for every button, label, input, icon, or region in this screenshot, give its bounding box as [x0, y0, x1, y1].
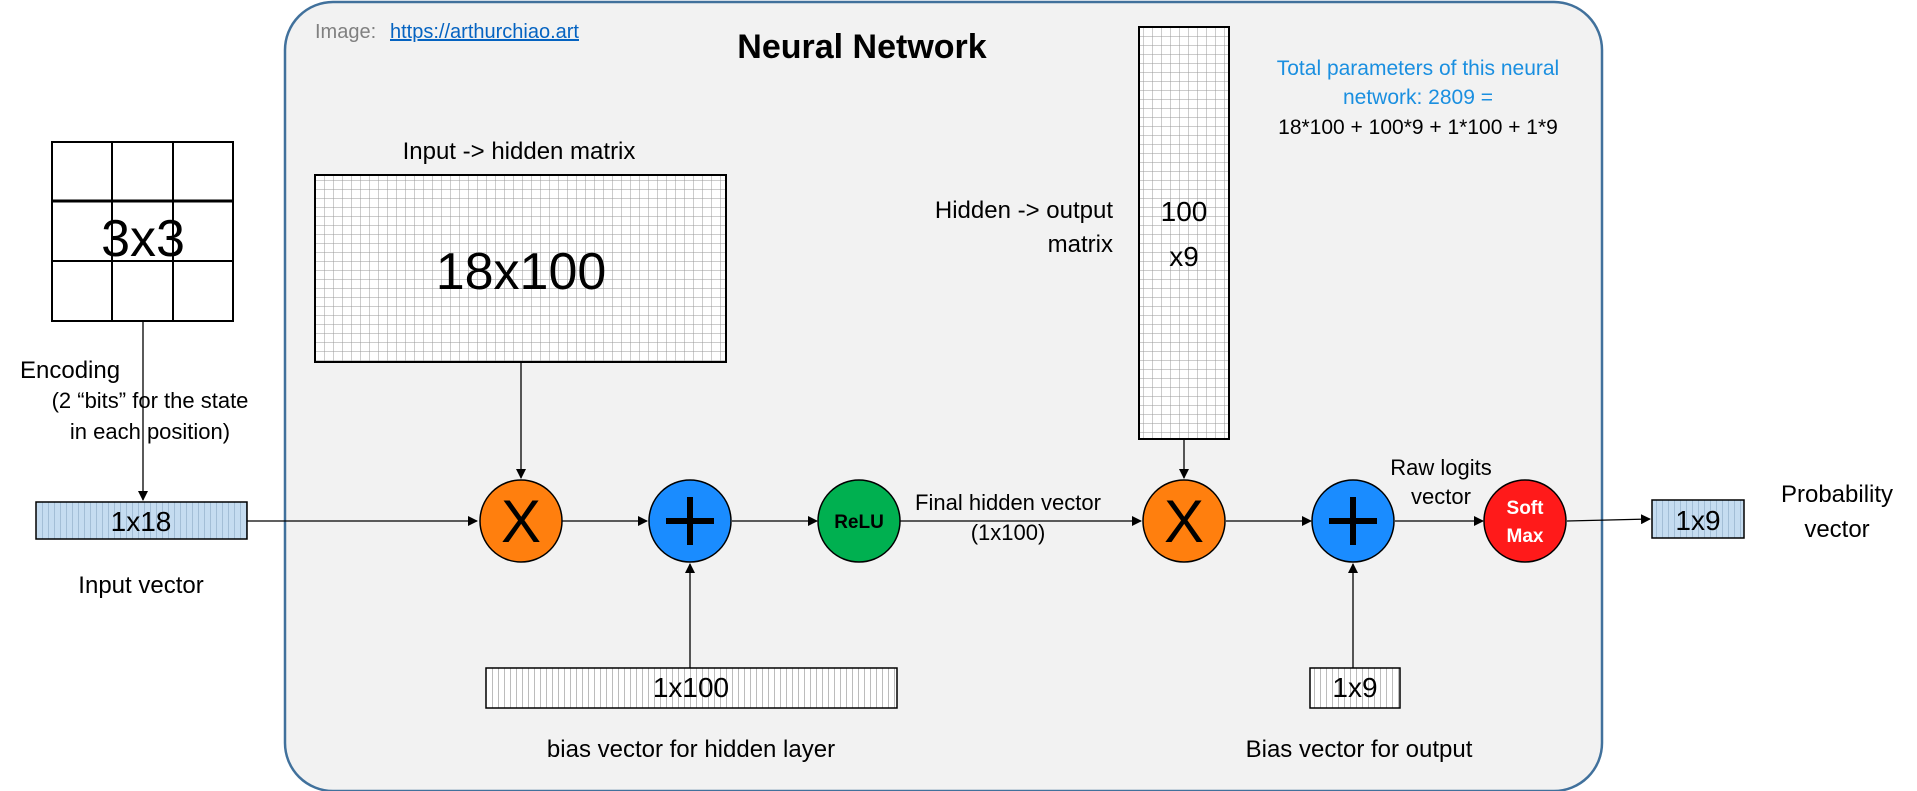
relu-node: ReLU	[817, 479, 901, 563]
output-vector	[1651, 499, 1745, 539]
input-vector	[35, 501, 248, 540]
encoding-title: Encoding	[20, 357, 120, 384]
output-vector-caption-line1: Probability	[1781, 481, 1893, 508]
encoding-line1: (2 “bits” for the state	[52, 388, 249, 413]
multiply-node-1-label: X	[501, 488, 541, 555]
w2-caption-line1: Hidden -> output	[935, 197, 1113, 224]
w2-matrix	[1138, 26, 1230, 440]
board-grid	[51, 141, 234, 322]
relu-node-label: ReLU	[834, 512, 884, 533]
total-params-line1: Total parameters of this neural	[1277, 57, 1559, 80]
hidden-vector-label-line1: Final hidden vector	[915, 490, 1101, 515]
hidden-vector-label-line2: (1x100)	[971, 520, 1046, 545]
softmax-node-label-line2: Max	[1507, 526, 1544, 547]
credit-link[interactable]: https://arthurchiao.art	[390, 21, 579, 43]
logits-label-line1: Raw logits	[1390, 455, 1491, 480]
bias1-label: 1x100	[653, 672, 729, 703]
add-node-1	[648, 479, 732, 563]
bias2-vector	[1309, 667, 1401, 709]
bias1-vector	[485, 667, 898, 709]
bias1-caption: bias vector for hidden layer	[547, 736, 835, 763]
arrow-softmax-to-output	[1566, 514, 1651, 525]
w2-label-line2: x9	[1169, 241, 1199, 272]
input-vector-caption: Input vector	[78, 572, 203, 599]
board-label: 3x3	[101, 210, 185, 268]
credit-prefix: Image:	[315, 21, 376, 43]
multiply-node-1: X	[479, 479, 563, 563]
bias2-label: 1x9	[1332, 672, 1377, 703]
softmax-node-label-line1: Soft	[1507, 498, 1545, 519]
output-vector-caption-line2: vector	[1804, 516, 1869, 543]
w1-caption: Input -> hidden matrix	[403, 138, 636, 165]
bias2-caption: Bias vector for output	[1246, 736, 1473, 763]
add-node-2	[1311, 479, 1395, 563]
total-params-formula: 18*100 + 100*9 + 1*100 + 1*9	[1278, 116, 1558, 139]
multiply-node-2-label: X	[1164, 488, 1204, 555]
encoding-line2: in each position)	[70, 419, 230, 444]
w1-label: 18x100	[436, 243, 607, 301]
w1-matrix	[314, 174, 727, 363]
multiply-node-2: X	[1142, 479, 1226, 563]
output-vector-label: 1x9	[1675, 505, 1720, 536]
total-params-line2: network: 2809 =	[1343, 86, 1493, 109]
w2-caption-line2: matrix	[1048, 231, 1113, 258]
logits-label-line2: vector	[1411, 484, 1471, 509]
diagram-title: Neural Network	[737, 28, 986, 66]
w2-label-line1: 100	[1161, 196, 1208, 227]
input-vector-label: 1x18	[111, 506, 172, 537]
softmax-node: Soft Max	[1483, 479, 1567, 563]
